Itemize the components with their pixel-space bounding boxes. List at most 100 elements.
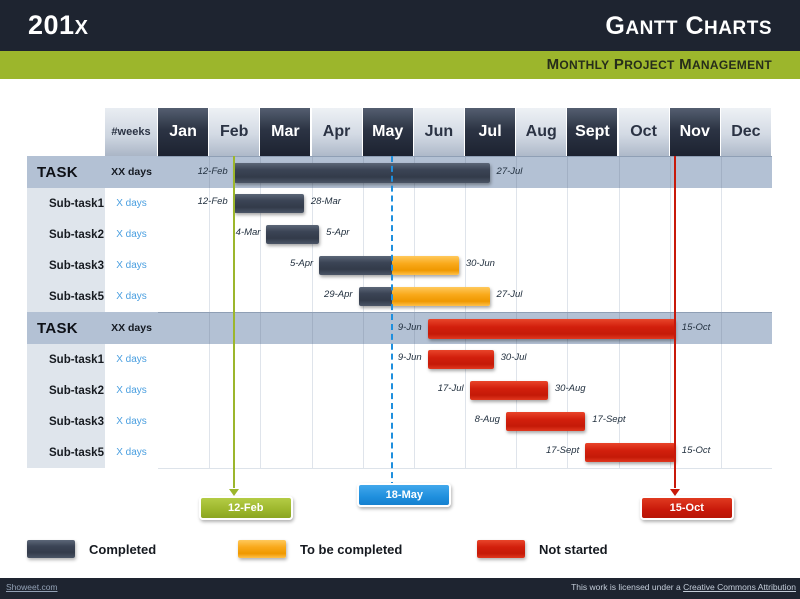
milestone-badge[interactable]: 15-Oct bbox=[640, 496, 734, 520]
month-header-jun[interactable]: Jun bbox=[414, 108, 465, 156]
month-gridline bbox=[312, 406, 313, 437]
gantt-bar[interactable] bbox=[506, 412, 585, 431]
gantt-bar[interactable] bbox=[359, 287, 490, 306]
table-row[interactable]: Sub-task1X days9-Jun30-Jul bbox=[27, 344, 772, 375]
month-gridline bbox=[465, 219, 466, 250]
month-header-dec[interactable]: Dec bbox=[721, 108, 772, 156]
task-group-row[interactable]: TASKXX days12-Feb27-Jul bbox=[27, 156, 772, 188]
month-gridline bbox=[465, 406, 466, 437]
month-header-sept[interactable]: Sept bbox=[567, 108, 618, 156]
month-gridline bbox=[670, 188, 671, 219]
duration-cell: X days bbox=[105, 375, 158, 406]
month-gridline bbox=[414, 188, 415, 219]
bar-end-date: 28-Mar bbox=[311, 196, 341, 207]
month-header-jul[interactable]: Jul bbox=[465, 108, 516, 156]
gantt-bar[interactable] bbox=[319, 256, 459, 275]
month-gridline bbox=[670, 157, 671, 189]
sub-task-label: Sub-task5 bbox=[27, 437, 105, 468]
gantt-bar[interactable] bbox=[428, 319, 675, 339]
table-row[interactable]: Sub-task1X days12-Feb28-Mar bbox=[27, 188, 772, 219]
sub-task-label: Sub-task1 bbox=[27, 188, 105, 219]
footer-brand-link[interactable]: Showeet.com bbox=[6, 582, 58, 592]
footer-license-text: This work is licensed under a bbox=[571, 582, 683, 592]
table-row[interactable]: Sub-task2X days17-Jul30-Aug bbox=[27, 375, 772, 406]
creative-commons-link[interactable]: Creative Commons Attribution bbox=[683, 582, 796, 592]
gantt-bar-segment-to-be-completed bbox=[392, 256, 459, 275]
gantt-track: 12-Feb 28-Mar bbox=[158, 188, 772, 220]
legend-swatch bbox=[238, 540, 286, 558]
duration-cell: X days bbox=[105, 344, 158, 375]
milestone-badge[interactable]: 18-May bbox=[357, 483, 451, 507]
milestone-line-stem bbox=[391, 156, 393, 488]
month-gridline bbox=[516, 219, 517, 250]
month-gridline bbox=[619, 344, 620, 375]
month-header-feb[interactable]: Feb bbox=[209, 108, 260, 156]
month-gridline bbox=[670, 281, 671, 312]
duration-cell: X days bbox=[105, 219, 158, 250]
month-gridline bbox=[670, 375, 671, 406]
table-row[interactable]: Sub-task5X days29-Apr27-Jul bbox=[27, 281, 772, 312]
month-gridline bbox=[567, 219, 568, 250]
gantt-track: 4-Mar5-Apr bbox=[158, 219, 772, 251]
legend-item-to-be-completed: To be completed bbox=[238, 540, 402, 558]
month-gridline bbox=[209, 281, 210, 312]
month-gridline bbox=[619, 250, 620, 281]
duration-cell: XX days bbox=[105, 156, 158, 188]
month-gridline bbox=[619, 281, 620, 312]
bar-end-date: 30-Jul bbox=[501, 352, 527, 363]
task-group-label: TASK bbox=[27, 312, 105, 344]
table-row[interactable]: Sub-task2X days4-Mar5-Apr bbox=[27, 219, 772, 250]
gantt-bar[interactable] bbox=[234, 194, 304, 213]
gantt-bar[interactable] bbox=[266, 225, 319, 244]
month-gridline bbox=[260, 250, 261, 281]
sub-task-label: Sub-task2 bbox=[27, 375, 105, 406]
table-row[interactable]: Sub-task5X days17-Sept15-Oct bbox=[27, 437, 772, 468]
legend: CompletedTo be completedNot started bbox=[27, 540, 772, 566]
gantt-bar[interactable] bbox=[428, 350, 494, 369]
bar-start-date: 17-Jul bbox=[438, 383, 464, 394]
gantt-track: 12-Feb27-Jul bbox=[158, 156, 772, 190]
bar-end-date: 5-Apr bbox=[326, 227, 349, 238]
duration-cell: X days bbox=[105, 250, 158, 281]
month-gridline bbox=[209, 250, 210, 281]
month-header-may[interactable]: May bbox=[363, 108, 414, 156]
sub-task-label: Sub-task5 bbox=[27, 281, 105, 312]
sub-task-label: Sub-task3 bbox=[27, 250, 105, 281]
table-row[interactable]: Sub-task3X days5-Apr30-Jun bbox=[27, 250, 772, 281]
table-row[interactable]: Sub-task3X days8-Aug17-Sept bbox=[27, 406, 772, 437]
bar-start-date: 5-Apr bbox=[290, 258, 313, 269]
column-header-weeks: #weeks bbox=[105, 108, 158, 156]
duration-cell: XX days bbox=[105, 312, 158, 344]
month-gridline bbox=[721, 250, 722, 281]
footer: Showeet.com This work is licensed under … bbox=[0, 578, 800, 599]
bar-start-date: 29-Apr bbox=[324, 289, 353, 300]
bar-start-date: 12-Feb bbox=[198, 196, 228, 207]
month-gridline bbox=[209, 406, 210, 437]
gantt-bar[interactable] bbox=[234, 163, 490, 183]
milestone-arrow-icon bbox=[670, 489, 680, 496]
sub-task-label: Sub-task2 bbox=[27, 219, 105, 250]
month-header-jan[interactable]: Jan bbox=[158, 108, 209, 156]
bar-end-date: 15-Oct bbox=[682, 322, 711, 333]
month-gridline bbox=[670, 250, 671, 281]
month-header-row: #weeksJanFebMarAprMayJunJulAugSeptOctNov… bbox=[27, 108, 772, 156]
month-header-aug[interactable]: Aug bbox=[516, 108, 567, 156]
milestone-badge[interactable]: 12-Feb bbox=[199, 496, 293, 520]
month-gridline bbox=[721, 157, 722, 189]
month-header-nov[interactable]: Nov bbox=[670, 108, 721, 156]
page-title: GANTT CHARTS bbox=[605, 12, 772, 41]
task-group-row[interactable]: TASKXX days9-Jun15-Oct bbox=[27, 312, 772, 344]
month-header-oct[interactable]: Oct bbox=[619, 108, 670, 156]
gantt-bar[interactable] bbox=[470, 381, 548, 400]
gantt-bar[interactable] bbox=[585, 443, 675, 462]
year-label: 201X bbox=[28, 10, 88, 41]
month-gridline bbox=[567, 250, 568, 281]
duration-cell: X days bbox=[105, 437, 158, 468]
month-header-mar[interactable]: Mar bbox=[260, 108, 311, 156]
gantt-track: 5-Apr30-Jun bbox=[158, 250, 772, 282]
month-gridline bbox=[721, 375, 722, 406]
month-gridline bbox=[414, 375, 415, 406]
bar-start-date: 17-Sept bbox=[546, 445, 579, 456]
month-header-apr[interactable]: Apr bbox=[312, 108, 363, 156]
